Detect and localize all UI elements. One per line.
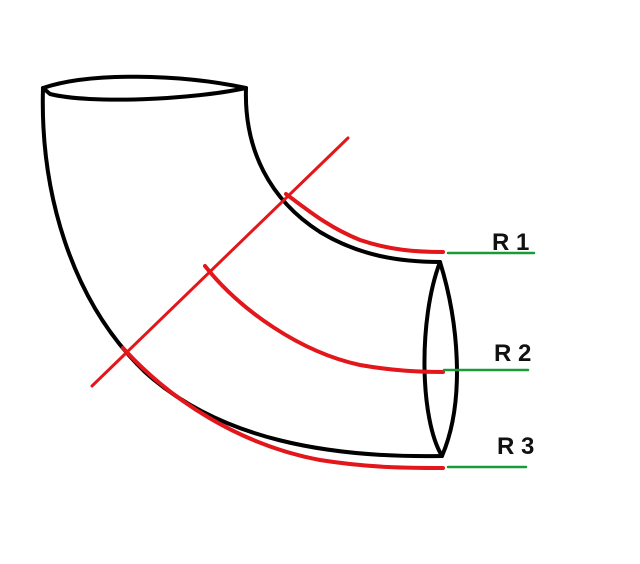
radius-leaders	[442, 251, 536, 469]
label-r2: R 2	[494, 340, 531, 367]
side-opening	[422, 260, 459, 458]
label-r1: R 1	[492, 229, 529, 256]
inner-wall	[243, 86, 442, 264]
label-r3: R 3	[497, 433, 534, 460]
arc-r3	[121, 346, 445, 470]
arc-r1	[284, 192, 445, 254]
radius-arcs	[90, 136, 445, 470]
elbow-outline	[40, 74, 459, 459]
arc-r2	[203, 264, 445, 374]
section-line	[90, 136, 350, 388]
outer-wall	[40, 86, 444, 459]
top-opening	[41, 74, 248, 102]
